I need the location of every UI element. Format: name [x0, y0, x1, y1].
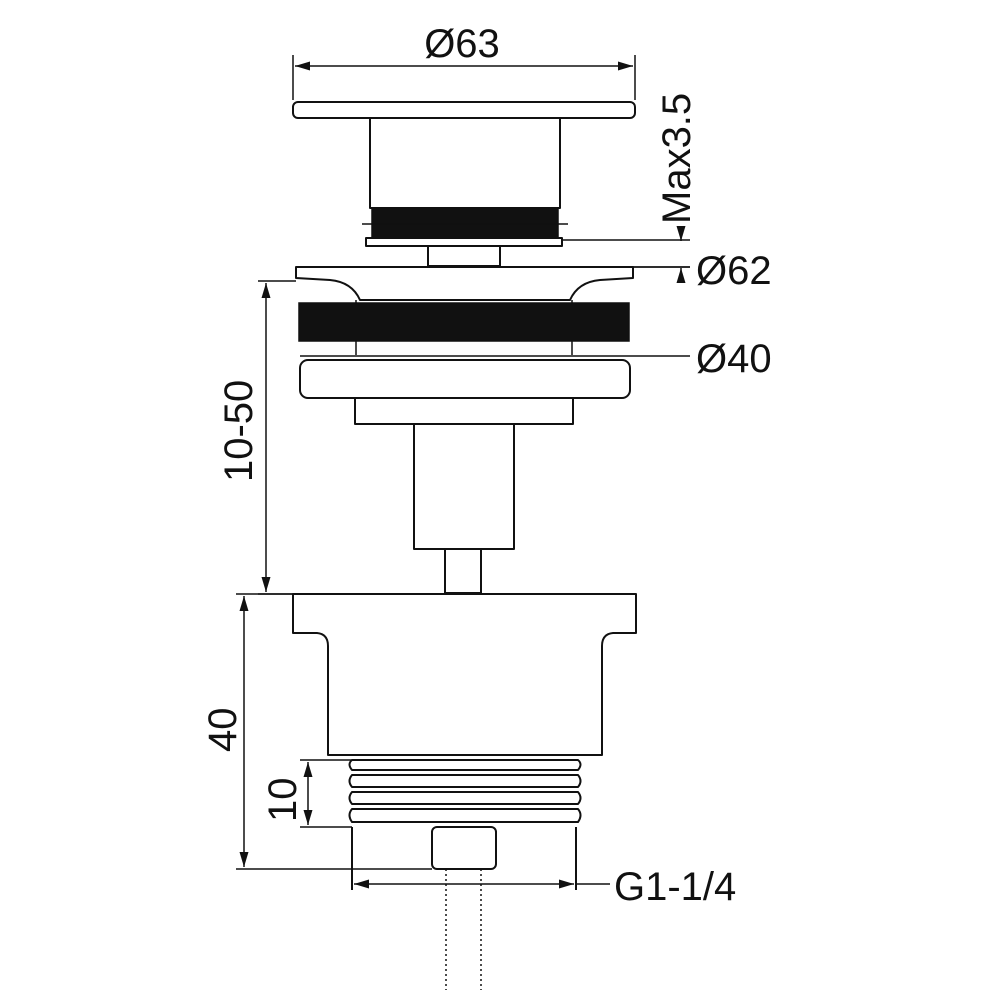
- dim-top-diameter: Ø63: [424, 22, 500, 66]
- cap: [292, 101, 636, 267]
- thread: [348, 759, 582, 990]
- dim-flange-diameter: Ø62: [696, 249, 772, 293]
- dim-body-diameter: Ø40: [696, 337, 772, 381]
- dim-adjust-range: 10-50: [217, 380, 261, 482]
- dim-body-height: 40: [201, 708, 245, 753]
- dim-thread-size: G1-1/4: [614, 865, 736, 909]
- flange-body: [295, 266, 634, 594]
- dimension-lines: [236, 55, 690, 889]
- lower-body: [292, 593, 637, 756]
- dim-thread-length: 10: [261, 778, 305, 823]
- dim-max-height: Max3.5: [655, 93, 699, 224]
